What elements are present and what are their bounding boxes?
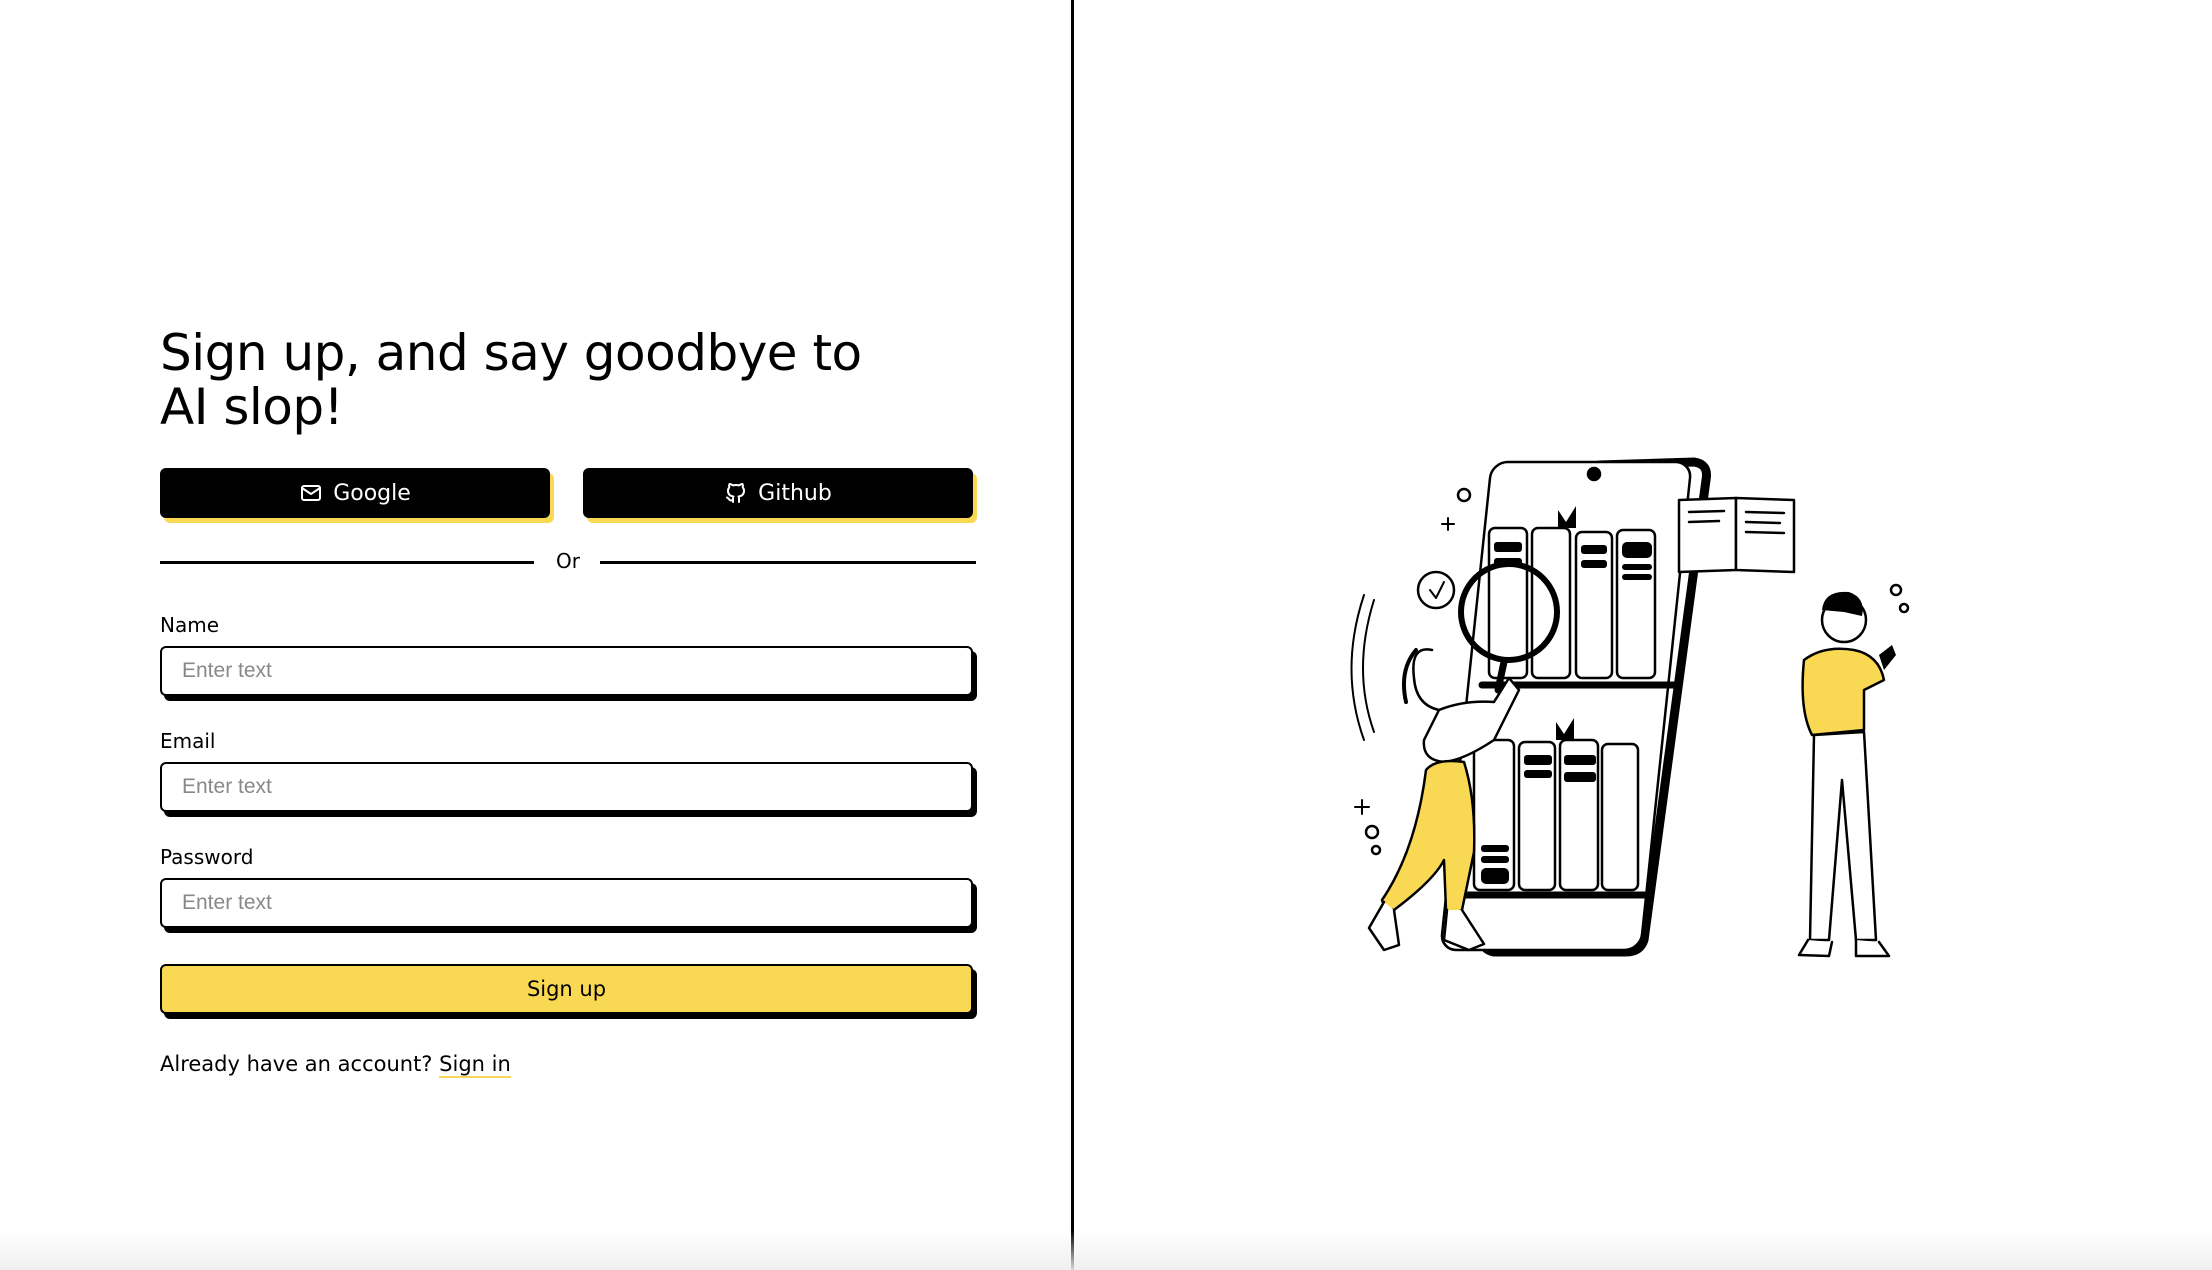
or-separator: Or — [160, 546, 976, 576]
mail-icon — [301, 485, 322, 501]
name-field-group: Name — [160, 612, 976, 696]
github-button-label: Github — [758, 480, 832, 506]
signup-submit-button[interactable]: Sign up — [160, 964, 973, 1014]
separator-line-left — [160, 561, 534, 564]
email-input[interactable] — [160, 762, 973, 812]
separator-line-right — [600, 561, 976, 564]
separator-text: Or — [556, 549, 580, 573]
google-button-label: Google — [333, 480, 411, 506]
signin-prompt-text: Already have an account? — [160, 1052, 433, 1076]
library-illustration-icon — [1350, 457, 1910, 958]
github-signup-button[interactable]: Github — [583, 468, 973, 518]
github-icon — [726, 483, 746, 503]
password-input[interactable] — [160, 878, 973, 928]
illustration-panel — [1074, 0, 2212, 1270]
google-signup-button[interactable]: Google — [160, 468, 550, 518]
signup-form: Sign up, and say goodbye to AI slop! Goo… — [160, 324, 976, 1078]
name-label: Name — [160, 613, 220, 637]
oauth-buttons: Google Github — [160, 468, 976, 520]
password-field-group: Password — [160, 844, 976, 928]
email-field-group: Email — [160, 728, 976, 812]
page-title: Sign up, and say goodbye to AI slop! — [160, 324, 862, 436]
email-label: Email — [160, 729, 216, 753]
password-label: Password — [160, 845, 254, 869]
signup-panel: Sign up, and say goodbye to AI slop! Goo… — [0, 0, 1071, 1270]
panel-divider — [1071, 0, 1074, 1270]
name-input[interactable] — [160, 646, 973, 696]
signin-link[interactable]: Sign in — [439, 1052, 511, 1078]
signin-prompt: Already have an account? Sign in — [160, 1050, 511, 1078]
